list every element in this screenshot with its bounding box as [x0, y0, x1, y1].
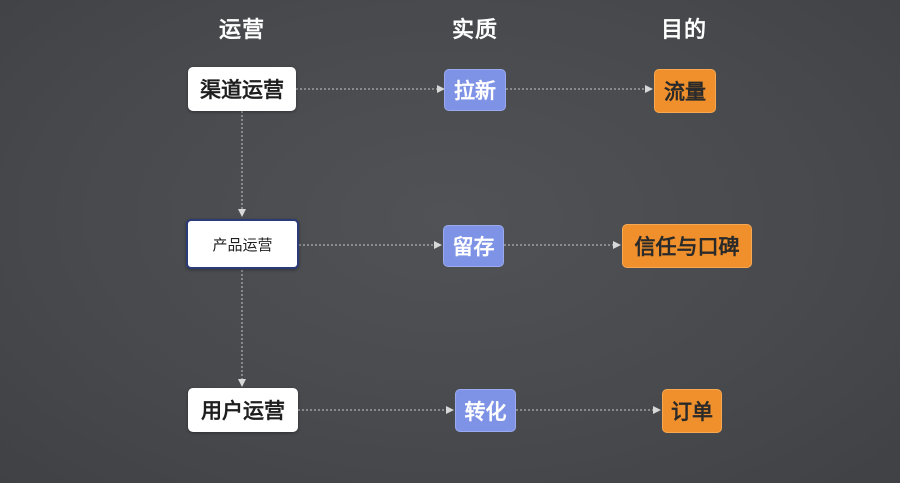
node-conversion: 转化 — [455, 389, 516, 432]
node-trust-and-reputation: 信任与口碑 — [622, 224, 752, 268]
header-essence: 实质 — [451, 18, 499, 43]
header-goal: 目的 — [660, 18, 708, 43]
node-retention: 留存 — [443, 225, 504, 267]
node-orders: 订单 — [662, 389, 722, 433]
node-product-operation: 产品运营 — [186, 219, 299, 269]
node-acquisition: 拉新 — [444, 69, 506, 111]
node-channel-operation: 渠道运营 — [188, 67, 296, 111]
header-operation: 运营 — [218, 18, 266, 43]
node-traffic: 流量 — [654, 69, 716, 113]
node-user-operation: 用户运营 — [188, 388, 298, 432]
